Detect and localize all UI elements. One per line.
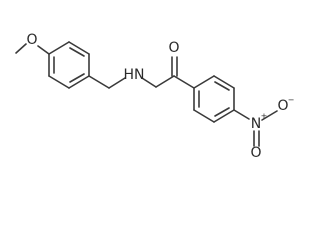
nitrophenyl-ring [193, 75, 235, 123]
bond-carbonyl-ring2 [173, 75, 195, 89]
bond-ring2-n [233, 109, 250, 120]
bond-ring1-ch2 [88, 75, 110, 89]
structure-canvas: O HN O N + O − O [15, 32, 295, 161]
carbonyl-oxygen-label: O [168, 40, 179, 56]
bond-n-ch2 [141, 77, 157, 88]
chemical-structure: O HN O N + O − O [15, 32, 295, 161]
methoxyphenyl-ring [48, 41, 90, 89]
nitro-oxygen-label: O [250, 145, 261, 161]
bond-ch2-carbonyl [155, 75, 175, 88]
amine-nh-label: HN [124, 67, 145, 83]
bond-methyl-o [15, 43, 27, 54]
nitro-nitrogen-label: N [251, 116, 261, 132]
oxygen-negative-charge: − [288, 96, 295, 105]
nitro-oxygen-minus-label: O [277, 98, 288, 114]
bond-o-ring1 [37, 45, 50, 55]
bond-n-o-minus [261, 110, 278, 121]
methoxy-oxygen-label: O [26, 32, 37, 48]
nitrogen-positive-charge: + [261, 112, 268, 121]
bond-ch2-n [108, 77, 126, 89]
